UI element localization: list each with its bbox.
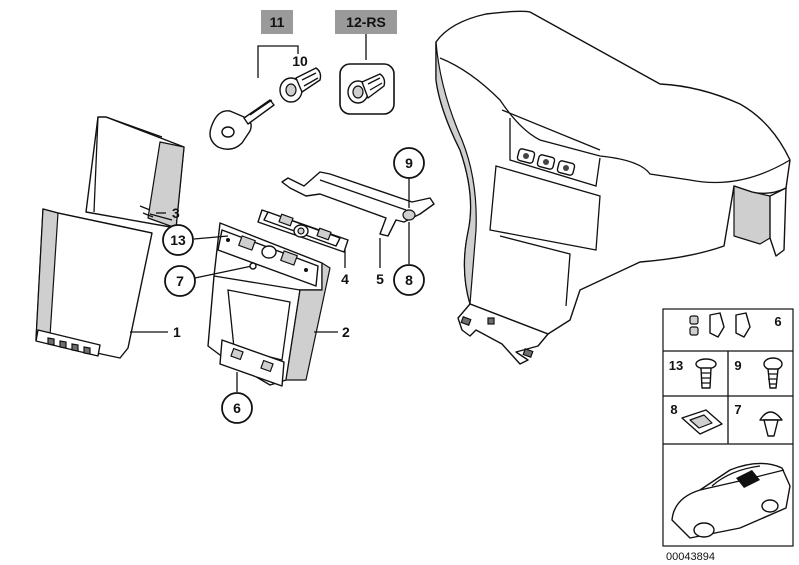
console-assembly xyxy=(435,10,791,365)
key-part xyxy=(209,99,275,150)
legend-cell-13: 13 xyxy=(669,358,717,389)
part-5-bracket: 5 xyxy=(281,171,435,287)
legend-label-8: 8 xyxy=(670,402,677,417)
label-12: 12-RS xyxy=(346,14,386,30)
legend-panel: 6 13 9 8 7 xyxy=(662,308,794,547)
part-1-panel: 1 xyxy=(35,208,181,359)
label-11: 11 xyxy=(270,14,285,30)
label-3: 3 xyxy=(172,205,180,221)
lock-12-rs: 12-RS xyxy=(335,10,397,115)
key-assembly: 11 10 xyxy=(209,10,322,150)
label-6: 6 xyxy=(233,400,241,416)
callout-9: 9 xyxy=(393,147,425,208)
legend-cell-7: 7 xyxy=(734,402,783,437)
bracket-11 xyxy=(257,45,299,78)
car-thumbnail xyxy=(671,462,791,539)
label-2: 2 xyxy=(342,324,350,340)
label-9: 9 xyxy=(405,155,413,171)
legend-label-13: 13 xyxy=(669,358,683,373)
legend-cell-9: 9 xyxy=(734,357,783,389)
label-8: 8 xyxy=(405,272,413,288)
callout-8: 8 xyxy=(393,222,425,296)
lock-cylinder-part xyxy=(279,67,322,103)
callout-13: 13 xyxy=(162,224,229,256)
callout-7: 7 xyxy=(164,262,257,297)
label-4: 4 xyxy=(341,271,349,287)
legend-cell-6: 6 xyxy=(689,312,782,338)
part-number: 00043894 xyxy=(666,551,715,563)
callout-6: 6 xyxy=(221,372,253,424)
part-2-frame: 2 xyxy=(207,222,350,387)
legend-label-9: 9 xyxy=(734,358,741,373)
legend-cell-8: 8 xyxy=(670,402,723,435)
label-10: 10 xyxy=(292,53,308,69)
label-box-11 xyxy=(261,10,293,34)
part-3-cover: 3 xyxy=(85,116,185,229)
label-13: 13 xyxy=(170,232,186,248)
label-7: 7 xyxy=(176,273,184,289)
label-1: 1 xyxy=(173,324,181,340)
legend-label-6: 6 xyxy=(774,314,781,329)
part-4-bracket: 4 xyxy=(257,209,349,287)
legend-label-7: 7 xyxy=(734,402,741,417)
label-5: 5 xyxy=(376,271,384,287)
label-box-12 xyxy=(335,10,397,34)
